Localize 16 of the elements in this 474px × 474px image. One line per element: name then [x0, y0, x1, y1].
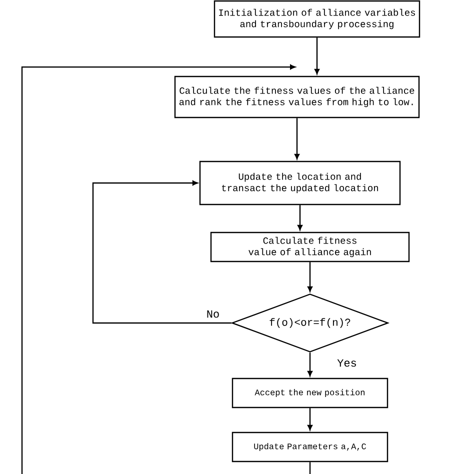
process-box: Initialization of alliance variables and transboundary processing — [214, 0, 420, 38]
arrow — [298, 205, 302, 230]
edge-label: Yes — [336, 358, 358, 368]
arrow — [92, 180, 232, 324]
arrow — [21, 64, 296, 474]
arrow — [294, 118, 300, 160]
process-box: Update the location and transact the updated location — [199, 160, 401, 206]
arrow — [314, 38, 320, 74]
process-box: Calculate the fitness values of the alliance and rank the fitness values from high to low. — [174, 76, 420, 118]
process-box: Update Parameters a,A,C — [232, 432, 388, 462]
process-box: Accept the new position — [232, 378, 388, 408]
arrow — [308, 352, 312, 376]
arrow — [308, 262, 312, 292]
edge-label: No — [205, 309, 221, 319]
process-box: Calculate fitness value of alliance again — [210, 232, 410, 262]
arrow — [308, 408, 312, 430]
